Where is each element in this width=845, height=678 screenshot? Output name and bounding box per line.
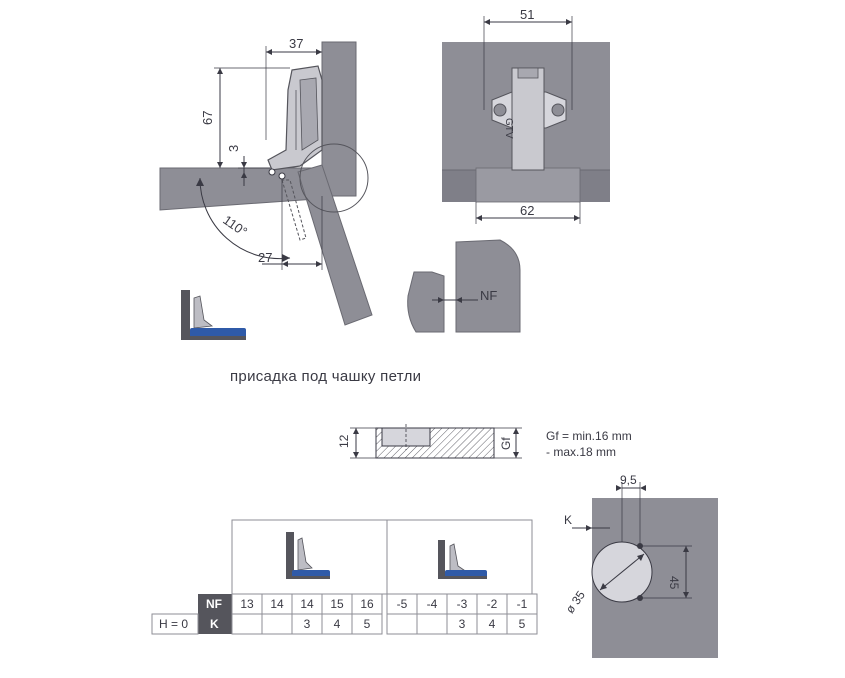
cabinet-edge <box>455 239 521 333</box>
dim-gf: Gf <box>499 437 513 450</box>
door-edge <box>407 271 445 333</box>
adjustment-table: NF K H = 0 13 14 14 15 16 -5 -4 -3 -2 -1 3 4 5 3 4 5 <box>151 519 538 635</box>
dim-k: K <box>564 513 572 527</box>
row-h-label: H = 0 <box>159 617 188 631</box>
table-value-nf: 14 <box>270 597 284 611</box>
table-cell-k <box>351 613 383 635</box>
dim-top: 51 <box>520 7 534 22</box>
table-value-nf: 13 <box>240 597 254 611</box>
table-value-nf: 14 <box>300 597 314 611</box>
full-overlay-icon <box>181 290 246 340</box>
table-value-nf: -3 <box>457 597 468 611</box>
table-cell-k <box>231 613 263 635</box>
dim-height: 45 <box>667 576 681 590</box>
opened-door <box>297 164 373 326</box>
overlay-label: NF <box>480 288 497 303</box>
table-cell-k <box>506 613 538 635</box>
table-value-k: 3 <box>304 617 311 631</box>
dim-depth: 12 <box>337 434 351 448</box>
dim-offset: 3 <box>226 145 241 152</box>
half-overlay-table-icon <box>438 540 487 579</box>
hinge-arm-front <box>511 67 545 171</box>
overlay-detail: NF <box>407 239 521 333</box>
table-cell-k <box>416 613 448 635</box>
table-value-nf: -4 <box>427 597 438 611</box>
table-cell-k <box>386 613 418 635</box>
brand-mark: GTV <box>503 118 514 139</box>
dim-bottom: 62 <box>520 203 534 218</box>
table-value-k: 3 <box>459 617 466 631</box>
front-view: GTV 51 62 <box>442 7 610 224</box>
table-cell-k <box>261 613 293 635</box>
cup-section: 12 Gf Gf = min.16 mm - max.18 mm <box>337 424 632 459</box>
dim-height: 67 <box>200 111 215 125</box>
table-value-k: 5 <box>519 617 526 631</box>
row-k-label: K <box>210 617 219 631</box>
table-value-nf: -2 <box>487 597 498 611</box>
gf-note-line1: Gf = min.16 mm <box>546 429 632 443</box>
gf-note-line2: - max.18 mm <box>546 445 616 459</box>
hinge-side-view: 37 67 3 27 110° <box>159 36 373 326</box>
row-nf-label: NF <box>206 597 222 611</box>
detail-circle <box>299 143 369 213</box>
table-value-k: 4 <box>489 617 496 631</box>
cabinet-side <box>321 41 357 197</box>
table-value-nf: 15 <box>330 597 344 611</box>
full-overlay-table-icon <box>286 532 330 579</box>
table-value-k: 5 <box>364 617 371 631</box>
dim-offset: 9,5 <box>620 473 637 487</box>
caption: присадка под чашку петли <box>230 368 421 385</box>
table-value-nf: 16 <box>360 597 374 611</box>
dim-diameter: ø 35 <box>563 588 588 616</box>
table-value-k: 4 <box>334 617 341 631</box>
dim-top-width: 37 <box>289 36 303 51</box>
drilling-plate: ø 35 9,5 K 45 <box>563 473 718 658</box>
table-value-nf: -1 <box>517 597 528 611</box>
table-value-nf: -5 <box>397 597 408 611</box>
opening-angle: 110° <box>220 212 250 239</box>
dim-bottom-width: 27 <box>258 250 272 265</box>
